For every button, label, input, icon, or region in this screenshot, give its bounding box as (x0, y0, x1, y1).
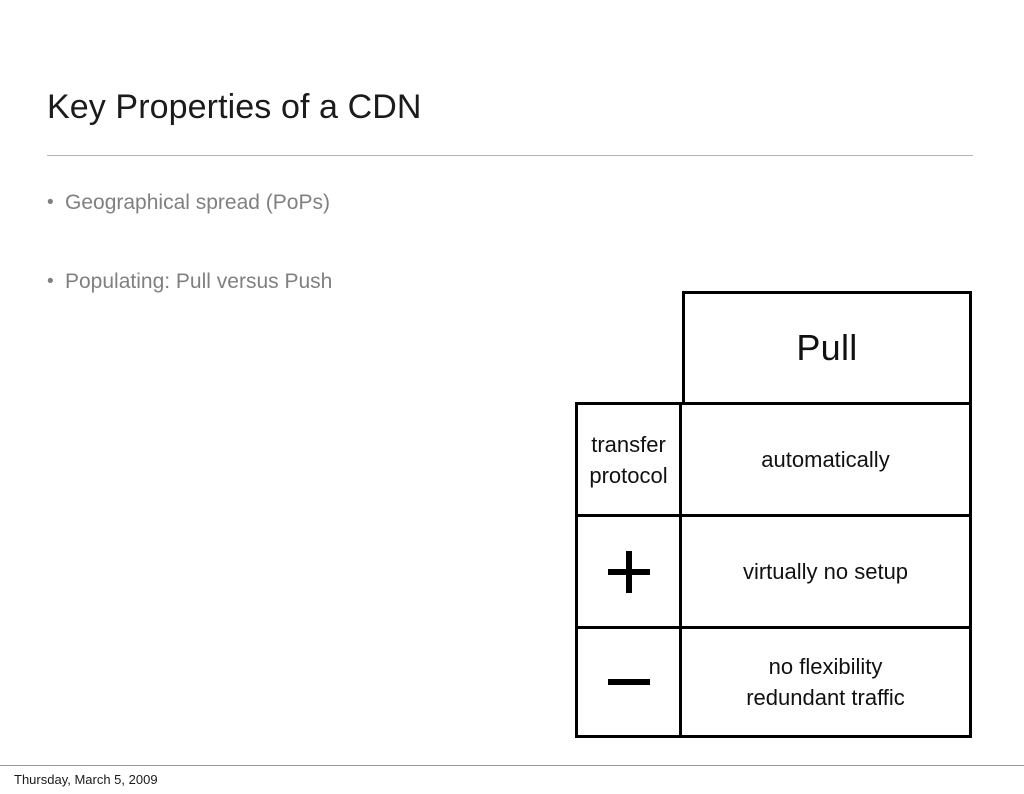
table-row-label-line: protocol (589, 462, 668, 488)
table-cell-value-line: no flexibility (768, 654, 883, 679)
table-cell-value: automatically (682, 402, 972, 514)
table-row: virtually no setup (575, 514, 972, 626)
list-item-label: Geographical spread (PoPs) (65, 191, 330, 214)
bullet-list: • Geographical spread (PoPs) • Populatin… (47, 188, 607, 346)
table-cell-value: virtually no setup (682, 514, 972, 626)
list-item-label: Populating: Pull versus Push (65, 270, 333, 293)
table-row: transfer protocol automatically (575, 402, 972, 514)
list-item: • Geographical spread (PoPs) (47, 188, 607, 218)
table-cell-value-line: automatically (761, 447, 890, 472)
bullet-dot-icon: • (47, 192, 54, 213)
footer-date: Thursday, March 5, 2009 (14, 772, 158, 787)
footer-divider (0, 765, 1024, 766)
table-corner-cell (575, 291, 682, 402)
comparison-table: Pull transfer protocol automatically vir… (575, 291, 972, 738)
table-header-row: Pull (575, 291, 972, 402)
table-cell-value: no flexibility redundant traffic (682, 626, 972, 738)
bullet-dot-icon: • (47, 271, 54, 292)
title-divider (47, 155, 973, 156)
table-row-label (575, 626, 682, 738)
table-cell-value-line: virtually no setup (742, 559, 909, 584)
table-row-label (575, 514, 682, 626)
table-row-label-line: transfer (591, 431, 666, 457)
list-item: • Populating: Pull versus Push (47, 267, 607, 297)
table-row-label: transfer protocol (575, 402, 682, 514)
table-cell-value-line: redundant traffic (746, 685, 905, 710)
table-column-header-pull: Pull (682, 291, 972, 402)
page-title: Key Properties of a CDN (47, 88, 422, 126)
minus-icon (607, 679, 650, 685)
plus-icon (607, 550, 650, 593)
table-row: no flexibility redundant traffic (575, 626, 972, 738)
